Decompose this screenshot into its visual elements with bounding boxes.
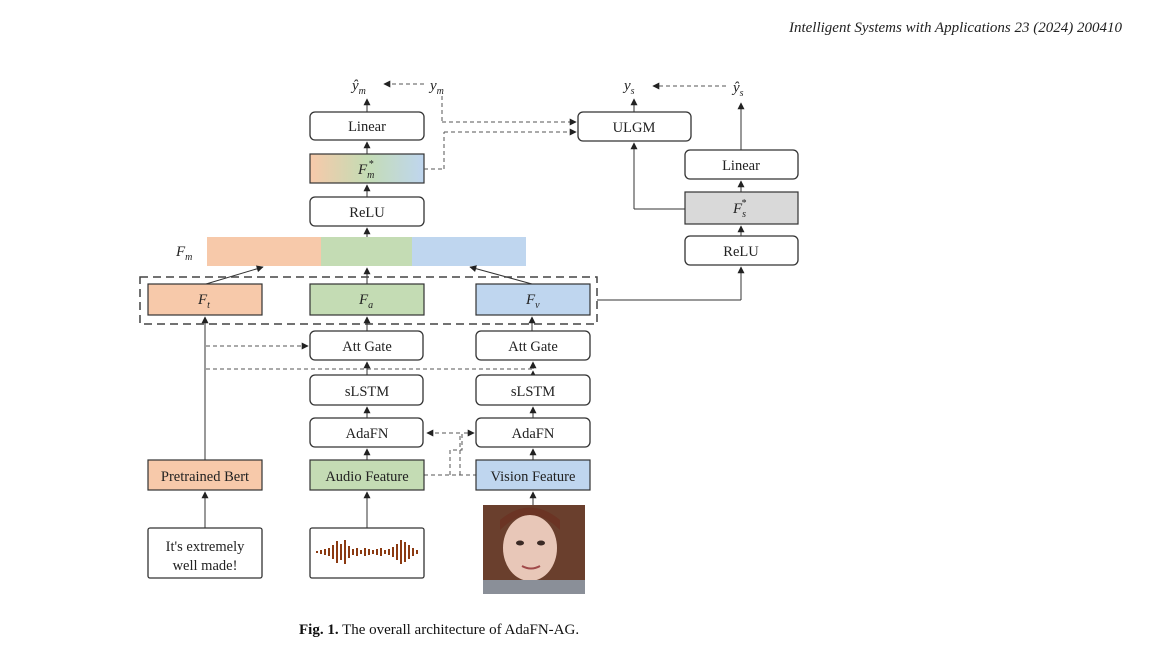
slstm-audio-label: sLSTM: [345, 384, 389, 400]
fm-vision-segment: [412, 237, 526, 266]
y-s-label: ys: [622, 78, 635, 97]
adafn-vision-box: [475, 417, 591, 448]
fm-star-label: Fm*: [357, 159, 374, 181]
y-m-label: ym: [428, 78, 444, 97]
fv-label: Fv: [525, 292, 540, 311]
y-hat-s-label: ŷs: [731, 80, 744, 99]
fm-text-segment: [207, 237, 321, 266]
audio-feature-label: Audio Feature: [325, 469, 408, 485]
vision-feature-box: [475, 459, 591, 491]
text-input-line1: It's extremely: [166, 539, 245, 555]
relu-m-label: ReLU: [349, 205, 385, 221]
linear-m-label: Linear: [348, 119, 386, 135]
y-hat-m-label: ŷm: [350, 78, 366, 97]
face-image: [483, 505, 585, 594]
fm-label: Fm: [175, 244, 192, 263]
relu-s-box: [684, 235, 799, 266]
linear-m-box: [309, 111, 425, 141]
slstm-audio-box: [309, 374, 424, 406]
journal-header: Intelligent Systems with Applications 23…: [788, 20, 1122, 36]
ft-box: [147, 283, 263, 316]
linear-s-box: [684, 149, 799, 180]
vision-to-adafn-audio: [426, 429, 461, 475]
ulgm-box: [577, 111, 692, 142]
fv-box: [475, 283, 591, 316]
audio-waveform: [316, 540, 418, 564]
architecture-diagram: ŷm ym Linear Fm* ReLU Fm Ft Fa Fv A: [139, 78, 799, 594]
linear-s-label: Linear: [722, 158, 760, 174]
pretrained-bert-label: Pretrained Bert: [161, 469, 249, 485]
adafn-audio-box: [309, 417, 424, 448]
fa-box: [309, 283, 425, 316]
relu-s-label: ReLU: [723, 244, 759, 260]
figure-caption: Fig. 1. The overall architecture of AdaF…: [299, 622, 579, 639]
audio-waveform-box: [309, 527, 425, 579]
text-input-line2: well made!: [173, 558, 238, 574]
figure-caption-label: Fig. 1.: [299, 622, 339, 638]
att-gate-audio-label: Att Gate: [342, 339, 392, 355]
slstm-vision-box: [475, 374, 591, 406]
audio-feature-box: [309, 459, 425, 491]
ft-label: Ft: [197, 292, 210, 311]
fs-star-label: Fs*: [732, 198, 746, 220]
audio-to-adafn-vision: [449, 429, 475, 475]
slstm-vision-label: sLSTM: [511, 384, 555, 400]
vision-feature-label: Vision Feature: [491, 469, 576, 485]
text-input-box: [147, 527, 263, 579]
att-gate-vision-box: [475, 330, 591, 361]
fs-star-box: [684, 191, 799, 225]
fa-label: Fa: [358, 292, 373, 311]
fm-audio-segment: [321, 237, 412, 266]
att-gate-audio-box: [309, 330, 424, 361]
relu-m-box: [309, 196, 425, 227]
ulgm-label: ULGM: [613, 120, 656, 136]
feature-group-border: [139, 276, 598, 325]
adafn-vision-label: AdaFN: [512, 426, 555, 442]
adafn-audio-label: AdaFN: [346, 426, 389, 442]
figure-caption-text: The overall architecture of AdaFN-AG.: [342, 622, 580, 638]
att-gate-vision-label: Att Gate: [508, 339, 558, 355]
